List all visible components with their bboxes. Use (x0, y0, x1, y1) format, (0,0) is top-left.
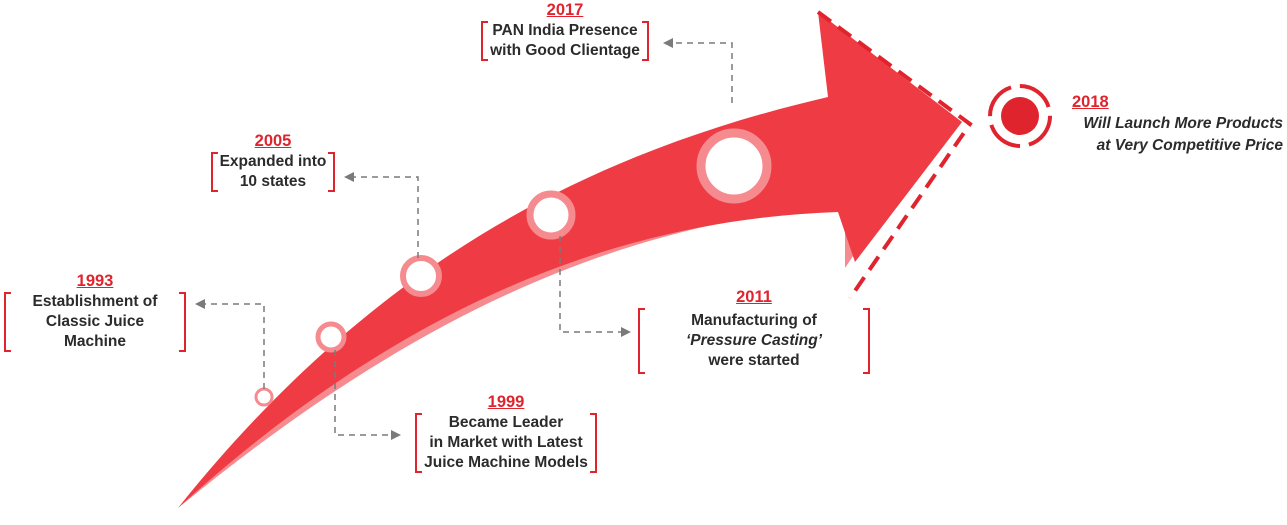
milestone-text-box: PAN India Presence with Good Clientage (481, 21, 649, 61)
milestone-text-line: Will Launch More Products (1083, 115, 1283, 132)
connector-arrowhead-1993 (195, 299, 205, 309)
milestone-text-line: Became Leader (448, 414, 564, 431)
connector-1999 (334, 350, 392, 436)
milestone-year: 2018 (1072, 93, 1109, 111)
arrow-head-dashed-outline (816, 10, 973, 300)
arrow-body (178, 12, 962, 508)
connector-2011 (559, 236, 622, 333)
milestone-text-box: Establishment of Classic Juice Machine (4, 292, 186, 352)
milestone-text-line: 10 states (239, 173, 307, 190)
milestone-dot-1993 (254, 387, 274, 407)
connector-2017 (671, 42, 733, 103)
milestone-text-line: with Good Clientage (490, 42, 640, 59)
milestone-label-2017: 2017 PAN India Presence with Good Client… (467, 0, 663, 61)
milestone-text-line: Establishment of (32, 293, 158, 310)
milestone-dot-2018 (1001, 97, 1039, 135)
milestone-text-line: ‘Pressure Casting’ (685, 332, 823, 349)
milestone-text-line: PAN India Presence (492, 22, 638, 39)
milestone-label-2011: 2011 Manufacturing of ‘Pressure Casting’… (634, 287, 874, 374)
milestone-text-line: Juice Machine Models (424, 454, 588, 471)
connector-2005 (352, 176, 419, 258)
connector-arrowhead-2011 (621, 327, 631, 337)
milestone-year: 2011 (736, 288, 772, 306)
milestone-text-line: at Very Competitive Price (1096, 137, 1283, 154)
milestone-text-line: were started (708, 352, 800, 369)
milestone-year: 1993 (76, 272, 114, 290)
milestone-label-1999: 1999 Became Leader in Market with Latest… (406, 392, 606, 473)
connector-1993 (203, 303, 265, 389)
milestone-text-line: Classic Juice Machine (45, 313, 145, 350)
milestone-ring-2018 (988, 84, 1052, 148)
milestone-year: 1999 (487, 393, 525, 411)
milestone-year: 2017 (546, 1, 584, 19)
connector-arrowhead-2005 (344, 172, 354, 182)
milestone-text-line: Manufacturing of (691, 312, 817, 329)
milestone-dot-2011 (526, 190, 576, 240)
milestone-dot-1999 (315, 321, 347, 353)
connector-arrowhead-2017 (663, 38, 673, 48)
milestone-label-1993: 1993 Establishment of Classic Juice Mach… (4, 271, 186, 352)
milestone-label-2018: 2018 Will Launch More Products at Very C… (1068, 92, 1283, 157)
milestone-text-box: Expanded into 10 states (210, 152, 336, 192)
milestone-label-2005: 2005 Expanded into 10 states (200, 131, 346, 192)
milestone-text-line: Expanded into (219, 153, 327, 170)
milestone-year: 2005 (254, 132, 292, 150)
milestone-text-box: Became Leader in Market with Latest Juic… (415, 413, 597, 473)
milestone-text-box: Manufacturing of ‘Pressure Casting’ were… (637, 308, 871, 374)
connector-arrowhead-1999 (391, 430, 401, 440)
milestone-text-line: in Market with Latest (429, 434, 583, 451)
milestone-dot-2005 (400, 255, 442, 297)
milestone-dot-2017 (696, 128, 772, 204)
